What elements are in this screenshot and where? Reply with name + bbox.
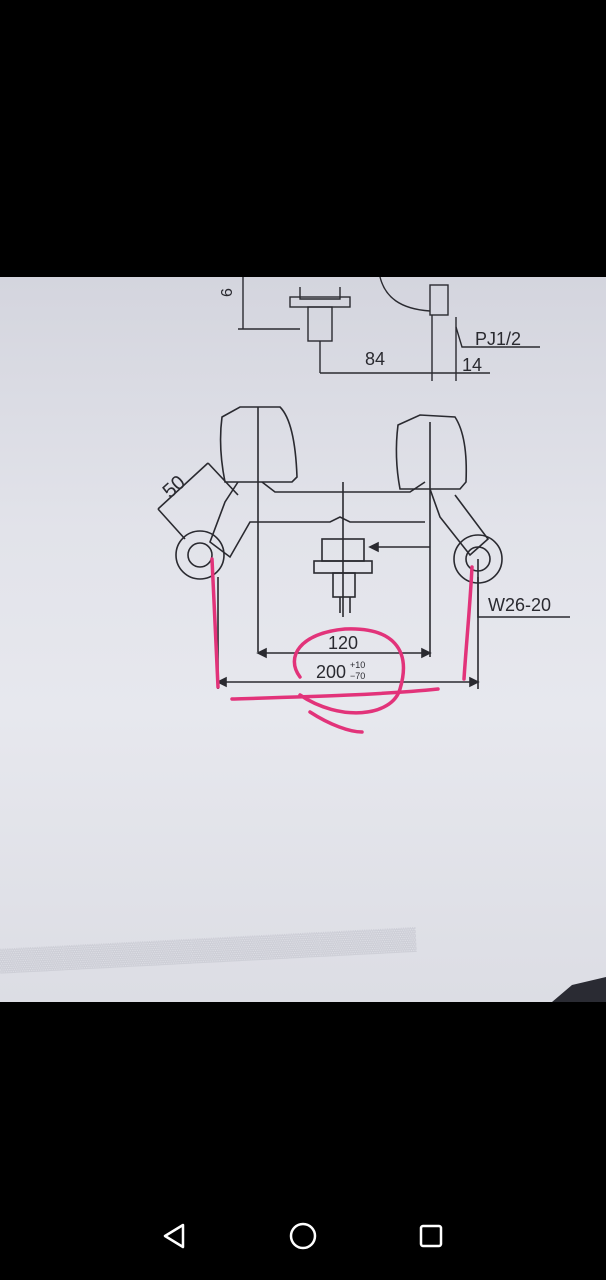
- home-button[interactable]: [279, 1212, 327, 1260]
- dimension-84: 84: [365, 349, 385, 369]
- dimension-120: 120: [328, 633, 358, 653]
- tolerance-minus: −70: [350, 671, 365, 681]
- dimension-14: 14: [462, 355, 482, 375]
- dimension-200: 200: [316, 662, 346, 682]
- bleed-through-text-shadow: ▓▓▓▓▓▓▓▓▓▓▓▓▓▓▓▓▓▓▓▓▓▓▓▓▓▓: [0, 925, 418, 974]
- tolerance-plus: +10: [350, 660, 365, 670]
- partial-dimension-label: 6: [219, 288, 236, 297]
- photo-corner-shadow: [552, 977, 606, 1002]
- faucet-technical-drawing: 6 84 14 PJ1/2: [0, 277, 606, 1002]
- android-navigation-bar: [0, 1190, 606, 1280]
- faucet-body-drawing: [157, 406, 570, 689]
- pink-highlight-annotation: [210, 557, 474, 734]
- thread-label-pj: PJ1/2: [475, 329, 521, 349]
- thread-label-w26: W26-20: [488, 595, 551, 615]
- recents-button[interactable]: [407, 1212, 455, 1260]
- recents-square-icon: [419, 1224, 443, 1248]
- dimension-50: 50: [159, 471, 190, 502]
- back-triangle-icon: [163, 1223, 185, 1249]
- back-button[interactable]: [150, 1212, 198, 1260]
- upper-detail-drawing: [238, 277, 540, 381]
- document-photo: 6 84 14 PJ1/2: [0, 277, 606, 1002]
- home-circle-icon: [289, 1222, 317, 1250]
